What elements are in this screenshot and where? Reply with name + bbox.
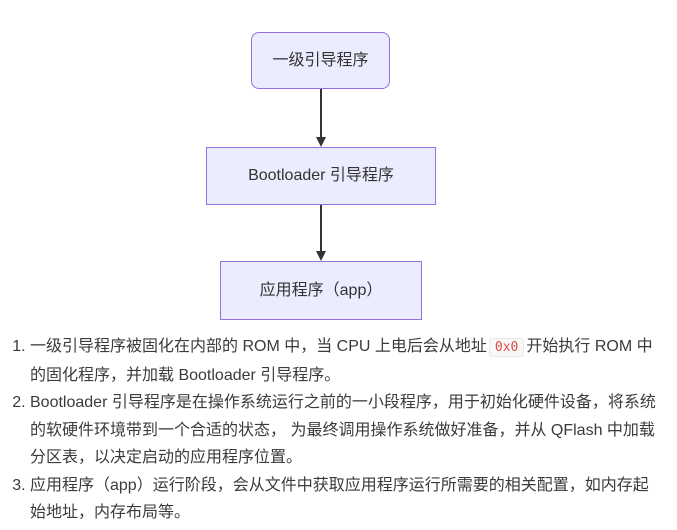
flow-node-label: Bootloader 引导程序 xyxy=(248,167,394,184)
note-item-1: 一级引导程序被固化在内部的 ROM 中，当 CPU 上电后会从地址0x0开始执行… xyxy=(30,333,663,389)
notes-list: 一级引导程序被固化在内部的 ROM 中，当 CPU 上电后会从地址0x0开始执行… xyxy=(0,333,677,527)
note-text: 应用程序（app）运行阶段，会从文件中获取应用程序运行所需要的相关配置，如内存起… xyxy=(30,476,649,522)
arrow-stage1-to-bootloader xyxy=(320,89,322,138)
note-text: Bootloader 引导程序是在操作系统运行之前的一小段程序，用于初始化硬件设… xyxy=(30,394,656,466)
flow-node-label: 应用程序（app） xyxy=(259,281,383,299)
flow-node-stage1-boot: 一级引导程序 xyxy=(251,32,390,89)
note-text: 开始执行 ROM 中的固化程序，并加载 Bootloader 引导程序。 xyxy=(30,338,653,384)
arrow-bootloader-to-app xyxy=(320,205,322,252)
note-item-3: 应用程序（app）运行阶段，会从文件中获取应用程序运行所需要的相关配置，如内存起… xyxy=(30,472,663,527)
note-text: 一级引导程序被固化在内部的 ROM 中，当 CPU 上电后会从地址 xyxy=(30,338,487,355)
flow-node-app: 应用程序（app） xyxy=(220,261,422,320)
arrowhead-down-icon xyxy=(315,137,326,147)
arrowhead-down-icon xyxy=(315,251,326,261)
flow-node-label: 一级引导程序 xyxy=(272,51,369,69)
note-item-2: Bootloader 引导程序是在操作系统运行之前的一小段程序，用于初始化硬件设… xyxy=(30,389,663,472)
flow-node-bootloader: Bootloader 引导程序 xyxy=(206,147,436,205)
boot-flowchart: 一级引导程序 Bootloader 引导程序 应用程序（app） xyxy=(206,32,436,320)
inline-code-0x0: 0x0 xyxy=(488,338,525,357)
